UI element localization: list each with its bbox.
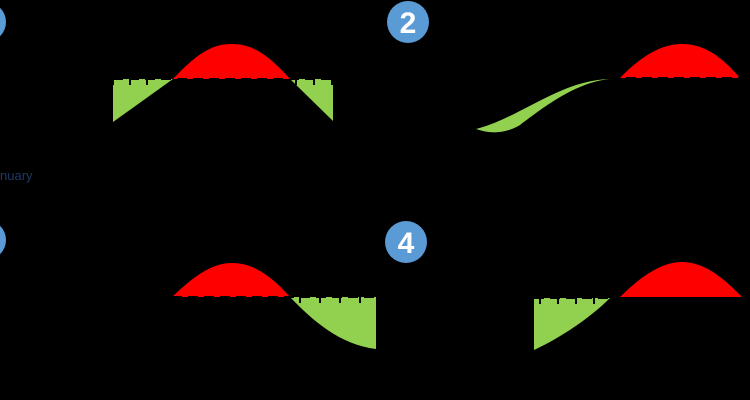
positive-area-hump bbox=[620, 262, 742, 297]
badge-2-number: 2 bbox=[400, 7, 417, 40]
badge-2: 2 bbox=[387, 1, 429, 43]
negative-area-wedge bbox=[290, 297, 376, 349]
panel-top-left bbox=[112, 44, 333, 122]
baseline-ticks bbox=[539, 298, 595, 304]
badge-4-circle bbox=[385, 221, 427, 263]
panel-top-right bbox=[476, 44, 745, 133]
panel-bottom-left bbox=[172, 263, 376, 349]
negative-area-triangle bbox=[534, 298, 610, 350]
baseline-ticks bbox=[299, 297, 361, 303]
positive-area-hump bbox=[173, 44, 290, 79]
positive-area-hump bbox=[620, 44, 740, 78]
cropped-badge-1 bbox=[0, 7, 6, 37]
badge-4: 4 bbox=[385, 221, 427, 263]
badge-2-circle bbox=[387, 1, 429, 43]
badge-4-number: 4 bbox=[398, 227, 415, 260]
cropped-month-label: nuary bbox=[0, 168, 33, 183]
panel-bottom-right bbox=[534, 262, 745, 350]
negative-area-s-curve bbox=[476, 79, 610, 133]
cropped-badge-3 bbox=[0, 225, 6, 255]
negative-area-left bbox=[113, 79, 173, 122]
positive-area-hump bbox=[172, 263, 290, 297]
baseline-ticks bbox=[112, 79, 333, 85]
negative-area-right bbox=[290, 79, 333, 121]
